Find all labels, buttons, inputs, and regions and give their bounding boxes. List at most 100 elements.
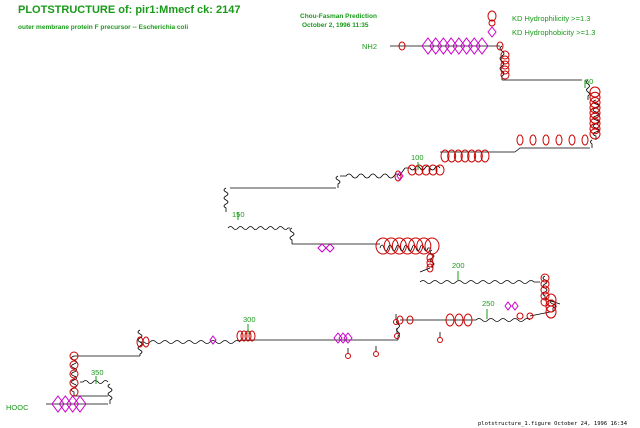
hydrophilic-symbol <box>526 312 534 320</box>
backbone-tick-end <box>437 337 443 343</box>
hydrophilic-symbol <box>236 330 244 342</box>
hydrophilic-symbol <box>421 164 431 176</box>
hydrophilic-symbol <box>500 70 510 80</box>
backbone-turn <box>289 227 295 244</box>
hydrophilicity-legend-icon-small <box>488 19 496 27</box>
residue-label-300: 300 <box>243 315 256 324</box>
hydrophilic-symbol <box>440 149 450 163</box>
hydrophilic-symbol <box>391 237 407 255</box>
backbone-trace <box>46 45 600 405</box>
backbone-segment <box>547 299 561 305</box>
backbone-tick-end <box>345 353 351 359</box>
hydrophilic-symbol <box>414 164 424 176</box>
hydrophilic-symbol <box>473 149 483 163</box>
backbone-turn <box>340 173 401 179</box>
hydrophilic-symbol <box>428 164 438 176</box>
hydrophobicity-legend-label: KD Hydrophobicity >=1.3 <box>512 28 595 37</box>
hydrophilic-symbol <box>454 313 464 327</box>
backbone-segment <box>514 147 590 153</box>
hydrophilic-symbol <box>407 164 417 176</box>
plot-title: PLOTSTRUCTURE of: pir1:Mmecf ck: 2147 <box>18 4 240 16</box>
backbone-turn <box>470 318 531 322</box>
hydrophilic-symbol <box>467 149 477 163</box>
hydrophilic-symbol <box>500 60 510 70</box>
hydrophilic-symbol <box>516 312 524 320</box>
hydrophilic-symbol <box>568 134 576 146</box>
hydrophobic-symbol <box>338 332 348 344</box>
hydrophilic-symbol <box>540 285 550 295</box>
backbone-turn <box>335 175 341 188</box>
hydrophilic-symbol <box>500 65 510 75</box>
backbone-turn <box>80 380 109 384</box>
hydrophilic-symbol <box>540 297 550 307</box>
residue-label-100: 100 <box>411 153 424 162</box>
hydrophilic-symbol <box>408 237 424 255</box>
backbone-segment <box>419 267 431 273</box>
hydrophilic-symbol <box>540 279 550 289</box>
backbone-turn <box>499 45 505 80</box>
hydrophilic-symbol <box>400 237 415 255</box>
hydrophilic-symbol <box>396 315 404 325</box>
hydrophobic-symbol <box>73 395 87 413</box>
residue-label-150: 150 <box>232 210 245 219</box>
residue-marker-350: 350 <box>91 368 104 384</box>
hydrophilic-symbol <box>69 378 79 388</box>
hydrophobic-symbol <box>504 301 512 311</box>
hydrophilic-symbol <box>435 164 445 176</box>
residue-marker-300: 300 <box>243 315 256 334</box>
hydrophilic-symbol <box>69 360 79 370</box>
hydrophilic-symbol <box>542 134 550 146</box>
hydrophobic-symbol <box>333 332 343 344</box>
hydrophobicity-legend-icon <box>487 26 497 38</box>
hydrophilic-symbol <box>398 41 406 51</box>
hydrophilic-symbol <box>589 128 601 140</box>
hydrophilic-symbol <box>540 273 550 283</box>
hydrophilic-symbol <box>445 313 455 327</box>
hydrophilic-symbol <box>480 149 490 163</box>
residue-label-350: 350 <box>91 368 104 377</box>
residue-marker-150: 150 <box>232 210 245 220</box>
residue-marker-250: 250 <box>482 299 495 319</box>
hydrophilicity-legend-label: KD Hydrophilicity >=1.3 <box>512 14 590 23</box>
hydrophilic-symbol <box>540 291 550 301</box>
residue-label-250: 250 <box>482 299 495 308</box>
hydrophilic-symbol <box>69 387 79 397</box>
hydrophobic-symbol <box>58 395 72 413</box>
residue-label-50: 50 <box>585 77 593 86</box>
hydrophilic-symbol <box>581 134 589 146</box>
backbone-turn <box>419 280 540 284</box>
hydrophilic-symbol <box>453 149 463 163</box>
hydrophilic-symbol <box>555 134 563 146</box>
hydrophilic-symbol <box>516 134 524 146</box>
hydrophilic-symbol <box>142 336 150 348</box>
hydrophobic-symbol <box>66 395 80 413</box>
hydrophilic-symbol <box>545 299 557 313</box>
hydrophilic-symbol <box>69 351 79 361</box>
figure-footer: plotstructure_1.figure October 24, 1996 … <box>478 421 628 427</box>
backbone-helix <box>379 244 430 252</box>
hydrophilic-symbol <box>416 237 432 255</box>
backbone-turn <box>396 319 400 340</box>
backbone-tick-end <box>394 333 400 339</box>
residue-label-200: 200 <box>452 261 465 270</box>
hydrophilic-symbol <box>529 134 537 146</box>
hydrophilic-symbol <box>424 237 440 255</box>
backbone-turn <box>429 249 435 268</box>
backbone-turn <box>227 226 290 230</box>
hydrophobic-symbol <box>51 395 65 413</box>
hydrophobic-symbol <box>325 243 335 253</box>
hydrophilic-symbol <box>500 50 510 60</box>
backbone-turn <box>586 79 590 100</box>
hydrophilic-symbol <box>426 258 434 268</box>
plot-subtitle: outer membrane protein F precursor -- Es… <box>18 24 188 31</box>
n-terminus-label: NH2 <box>362 42 377 51</box>
backbone-turn <box>107 383 113 404</box>
hydrophilicity-legend-icon <box>487 10 497 22</box>
kd-symbols <box>51 37 601 413</box>
c-terminus-label: HOOC <box>6 403 29 412</box>
hydrophobic-symbol <box>475 37 489 55</box>
hydrophobic-symbol <box>511 301 519 311</box>
hydrophobic-symbol <box>317 243 327 253</box>
